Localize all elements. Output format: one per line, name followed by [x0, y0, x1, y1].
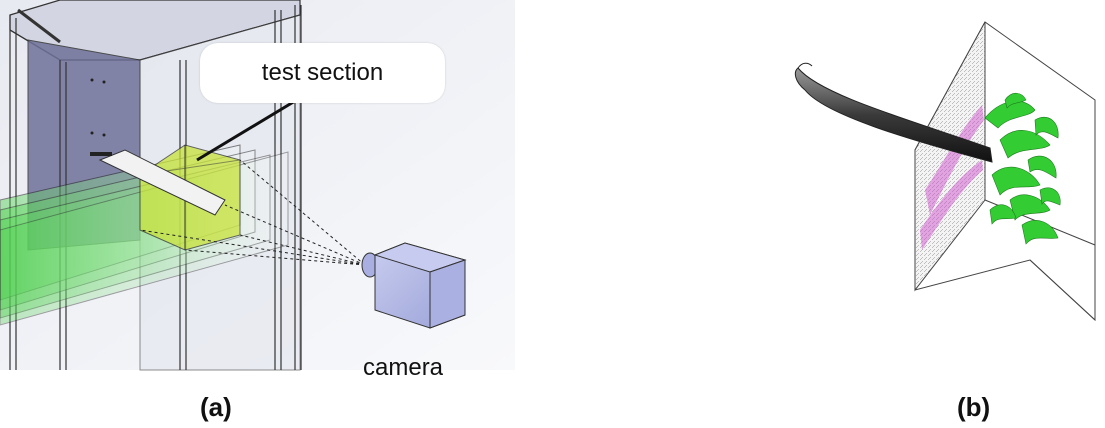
- callout-pointer: [196, 96, 301, 162]
- vector-field-plane: [914, 21, 986, 292]
- wall-holes: [90, 78, 106, 137]
- test-section-callout: test section: [200, 43, 445, 103]
- panel-label-a: (a): [200, 392, 232, 422]
- panel-label-b: (b): [957, 392, 991, 422]
- flow-visualization: [794, 21, 1096, 322]
- model-strut: [90, 149, 226, 216]
- camera-icon: [361, 242, 467, 329]
- vorticity-band: [920, 105, 984, 250]
- camera-rays: [139, 159, 366, 266]
- vortex-isosurfaces: [984, 92, 1061, 245]
- test-section-label: test section: [261, 59, 384, 86]
- camera-label: camera: [363, 354, 444, 381]
- sting-model: [794, 62, 993, 163]
